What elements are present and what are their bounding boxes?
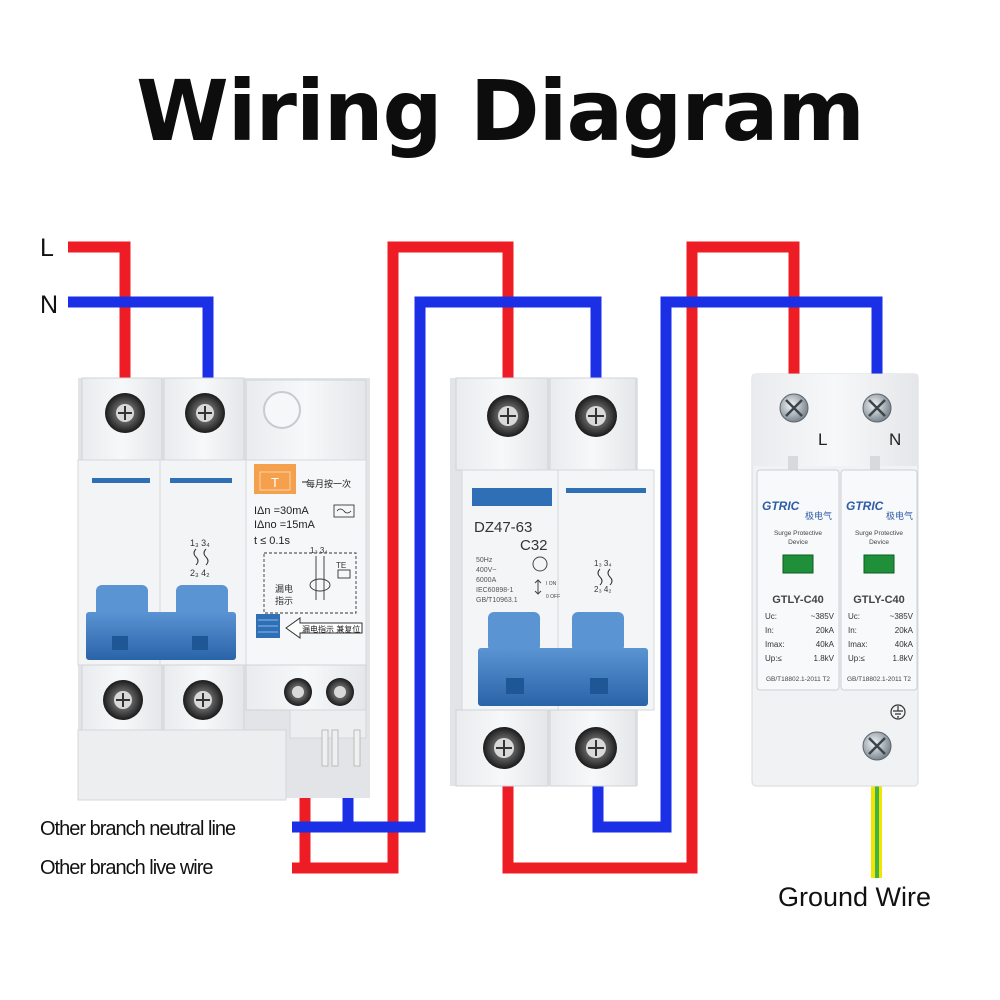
rcbo-to-mcb-live-wire: [299, 241, 514, 874]
rcbo-spec-idno: IΔno =15mA: [254, 519, 316, 531]
spd-brand: GTRIC: [846, 499, 884, 513]
leak-indicator-label-2: 指示: [275, 595, 293, 606]
mcb-spec: 400V~: [476, 567, 496, 574]
spd-module-n: GTRIC 极电气 Surge Protective Device GTLY-C…: [840, 469, 918, 691]
test-button-label: T: [271, 475, 279, 490]
ground-wire-label: Ground Wire: [778, 882, 931, 912]
rcbo-terminal-top-label: 1₃ 3₄: [190, 538, 210, 548]
rcbo-to-mcb-neutral-wire: [342, 296, 602, 833]
spd-spec-key: In:: [848, 626, 857, 635]
spd-spec-value: 1.8kV: [893, 654, 914, 663]
spd-spec-value: 20kA: [895, 626, 914, 635]
mcb-terminal-top-label: 1₃ 3₄: [594, 559, 612, 568]
rcbo-terminal-bottom-label: 2₃ 4₂: [190, 568, 210, 578]
spd-spec-table: Uc: ~385V In: 20kA Imax: 40kA Up:≤ 1.8kV: [848, 612, 914, 663]
rcbo-circuit-top-label: 1₃ 3₄: [310, 546, 328, 555]
spd-spec-key: Uc:: [848, 612, 860, 621]
rcbo-terminal-screws: [103, 393, 354, 720]
spd-spec-key: Imax:: [848, 640, 868, 649]
mcb-terminal-screws: [483, 395, 617, 769]
mcb-rating: C32: [520, 537, 548, 554]
test-note: 每月按一次: [306, 478, 351, 489]
spd-spec-value: 40kA: [895, 640, 914, 649]
other-branch-live-label: Other branch live wire: [40, 857, 213, 879]
spd-spec-value: 20kA: [816, 626, 835, 635]
mcb-on-label: I ON: [546, 581, 557, 587]
spd-brand-cn: 极电气: [805, 510, 832, 521]
spd-spec-key: Uc:: [765, 612, 777, 621]
incoming-live-wire: [68, 241, 131, 380]
spd-subtitle-2: Device: [788, 539, 808, 546]
page-title: Wiring Diagram: [136, 62, 865, 160]
ac-symbol: [333, 504, 355, 518]
spd-spec-value: 1.8kV: [814, 654, 835, 663]
spd-subtitle-2: Device: [869, 539, 889, 546]
spd-status-window: [782, 554, 814, 574]
spd-spec-value: ~385V: [890, 612, 914, 621]
spd-spec-value: ~385V: [811, 612, 835, 621]
test-port-hole: [263, 391, 301, 429]
rcbo-toggle-handle[interactable]: [86, 585, 236, 660]
mcb-spec: 50Hz: [476, 557, 493, 564]
spd-model: GTLY-C40: [853, 594, 905, 606]
reset-note: 漏电指示 兼复位: [302, 624, 360, 634]
spd-status-window: [863, 554, 895, 574]
spd-l-terminal-label: L: [818, 430, 827, 449]
spd-standard: GB/T18802.1-2011 T2: [847, 676, 911, 683]
live-input-label: L: [40, 234, 54, 262]
incoming-neutral-wire: [68, 296, 214, 380]
mcb-terminal-bottom-label: 2₃ 4₂: [594, 585, 611, 594]
mcb-spec: GB/T10963.1: [476, 597, 518, 604]
coil-symbol: [193, 548, 209, 566]
spd-spec-key: Up:≤: [848, 654, 865, 663]
rcbo-spec-idn: IΔn =30mA: [254, 505, 309, 517]
spd-terminal-screws: [779, 393, 892, 761]
ground-wire: [871, 783, 882, 878]
mcb-to-spd-live-wire: [502, 241, 800, 874]
spd-subtitle: Surge Protective: [774, 530, 822, 537]
spd-model: GTLY-C40: [772, 594, 824, 606]
mcb-to-spd-neutral-wire: [592, 296, 883, 833]
wires: [68, 241, 883, 874]
spd-subtitle: Surge Protective: [855, 530, 903, 537]
spd-spec-key: Up:≤: [765, 654, 782, 663]
neutral-input-label: N: [40, 291, 58, 319]
spd-spec-key: In:: [765, 626, 774, 635]
ccc-mark-icon: [532, 556, 548, 572]
mcb-spec-list: 50Hz 400V~ 6000A IEC60898-1 GB/T10963.1: [476, 557, 518, 604]
mcb-spec: 6000A: [476, 577, 497, 584]
mcb-off-label: 0 OFF: [546, 594, 560, 600]
spd-spec-table: Uc: ~385V In: 20kA Imax: 40kA Up:≤ 1.8kV: [765, 612, 835, 663]
mcb-spec: IEC60898-1: [476, 587, 513, 594]
spd-standard: GB/T18802.1-2011 T2: [766, 676, 830, 683]
mcb-model: DZ47-63: [474, 519, 532, 536]
spd-spec-value: 40kA: [816, 640, 835, 649]
rcbo-te-label: TE: [336, 561, 346, 570]
rcbo-spec-time: t ≤ 0.1s: [254, 535, 290, 547]
spd-brand-cn: 极电气: [886, 510, 913, 521]
mcb-toggle-handle[interactable]: [478, 612, 648, 706]
spd-brand: GTRIC: [762, 499, 800, 513]
surge-protective-device: L N GTRIC 极电气 Surge Protective Device GT…: [751, 373, 919, 787]
mcb-breaker: DZ47-63 C32 50Hz 400V~ 6000A IEC60898-1 …: [450, 377, 655, 787]
rcbo-breaker: 1₃ 3₄ 2₃ 4₂ T 每月按一次 IΔn =30mA IΔno =15mA…: [77, 377, 370, 801]
reset-arrow-icon: [285, 617, 363, 639]
spd-module-l: GTRIC 极电气 Surge Protective Device GTLY-C…: [756, 469, 840, 691]
other-branch-neutral-label: Other branch neutral line: [40, 818, 236, 840]
leak-indicator-label: 漏电: [275, 583, 293, 594]
rcbo-circuit-symbol: [263, 552, 357, 614]
spd-spec-key: Imax:: [765, 640, 785, 649]
spd-n-terminal-label: N: [889, 430, 901, 449]
ground-symbol-icon: [890, 704, 906, 720]
test-button: [254, 464, 296, 494]
